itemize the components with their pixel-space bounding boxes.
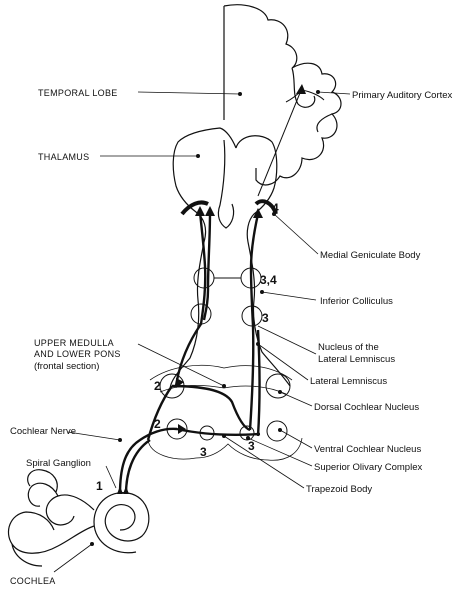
arrowhead-ventral [178, 424, 186, 434]
dorsal-crossing-path [171, 384, 251, 432]
marker-medial-geniculate: 4 [272, 201, 279, 215]
label-dorsal-cochlear-nucleus: Dorsal Cochlear Nucleus [314, 402, 419, 413]
dorsal-branch-path [146, 385, 173, 441]
arrowhead-left-tract [195, 206, 205, 216]
marker-dorsal-cochlear: 2 [154, 379, 161, 393]
label-ventral-cochlear-nucleus: Ventral Cochlear Nucleus [314, 444, 421, 455]
marker-olive-right: 3 [248, 439, 255, 453]
ventral-cochlear-nucleus-right [266, 420, 288, 442]
leader-cochlear-nerve [67, 431, 121, 441]
cochlea-spiral [93, 492, 150, 554]
dot-temporal-lobe [238, 92, 242, 96]
thalamocortical-radiation [257, 87, 303, 197]
left-ascending-tract [174, 211, 207, 387]
label-cochlear-nerve: Cochlear Nerve [10, 426, 76, 437]
label-nucleus-lateral-lemniscus-1: Nucleus of the [318, 342, 379, 353]
dot-primary-cortex [316, 90, 320, 94]
label-nucleus-lateral-lemniscus-2: Lateral Lemniscus [318, 354, 395, 365]
leader-upper-medulla [137, 343, 225, 387]
label-superior-olivary-complex: Superior Olivary Complex [314, 462, 422, 473]
label-upper-medulla-1: UPPER MEDULLA [34, 338, 114, 348]
superior-olive-right [239, 425, 255, 441]
upper-medulla-section [149, 364, 293, 395]
dot-trapezoid-body [222, 434, 226, 438]
leader-inferior-colliculus [261, 291, 317, 301]
label-inferior-colliculus: Inferior Colliculus [320, 296, 393, 307]
leader-lateral-lemniscus [257, 343, 309, 381]
lower-medulla-section [147, 437, 303, 461]
right-ascending-tract-2 [256, 329, 261, 437]
leader-primary-cortex [317, 91, 351, 95]
label-primary-auditory-cortex: Primary Auditory Cortex [352, 90, 453, 101]
label-spiral-ganglion: Spiral Ganglion [26, 458, 91, 469]
dot-superior-olive [246, 436, 250, 440]
arrowhead-right-tract [253, 208, 263, 218]
leader-temporal-lobe [137, 91, 241, 95]
cochlea-vestibule [7, 511, 95, 567]
medial-geniculate-right [254, 199, 278, 215]
arrowhead-cortex [296, 84, 306, 94]
dot-cochlear-nerve [118, 438, 122, 442]
leader-nucleus-lemniscus [257, 325, 317, 355]
marker-ventral-cochlear: 2 [154, 417, 161, 431]
label-upper-medulla-3: (frontal section) [34, 361, 99, 372]
leader-ventral-cochlear [279, 429, 313, 449]
brainstem-right-edge [247, 241, 291, 387]
label-medial-geniculate-body: Medial Geniculate Body [320, 250, 421, 261]
label-temporal-lobe: TEMPORAL LOBE [38, 88, 118, 98]
leader-spiral-ganglion [105, 465, 117, 489]
marker-inferior-colliculus: 3,4 [260, 273, 277, 287]
label-lateral-lemniscus: Lateral Lemniscus [310, 376, 387, 387]
cortex-fold [291, 67, 333, 133]
cochlea-semicircular [27, 469, 58, 493]
dot-cochlea [90, 542, 94, 546]
dot-ventral-cochlear [278, 428, 282, 432]
leader-dorsal-cochlear [279, 391, 313, 407]
medial-geniculate-left [180, 200, 209, 216]
leader-trapezoid-body [223, 435, 305, 489]
marker-superior-olive: 3 [200, 445, 207, 459]
arrowhead-left-tract-2 [205, 206, 215, 216]
leader-cochlea [53, 543, 93, 573]
arrowhead-dorsal [176, 378, 184, 388]
auditory-cortex-branch [285, 89, 325, 103]
dorsal-cochlear-nucleus-right [265, 373, 291, 399]
cochlea-canals [27, 482, 95, 526]
marker-lemniscus-nucleus: 3 [262, 311, 269, 325]
dot-lateral-lemniscus [256, 342, 260, 346]
cochlear-nerve-path [118, 427, 178, 495]
marker-spiral-ganglion: 1 [96, 479, 103, 493]
leader-medial-geniculate [273, 213, 319, 255]
label-upper-medulla-2: AND LOWER PONS [34, 349, 121, 359]
label-cochlea: COCHLEA [10, 576, 56, 586]
ventricle-midline [217, 139, 235, 229]
right-ascending-tract [248, 213, 260, 431]
temporal-lobe-outline [223, 4, 342, 186]
dot-thalamus [196, 154, 200, 158]
dot-upper-medulla [222, 384, 226, 388]
dot-inferior-colliculus [260, 290, 264, 294]
label-thalamus: THALAMUS [38, 152, 89, 162]
left-ascending-tract-2 [202, 211, 212, 321]
leader-superior-olive [247, 437, 313, 467]
dot-medial-geniculate [272, 212, 276, 216]
trapezoid-body-path [176, 427, 261, 436]
dot-dorsal-cochlear [278, 390, 282, 394]
label-trapezoid-body: Trapezoid Body [306, 484, 372, 495]
